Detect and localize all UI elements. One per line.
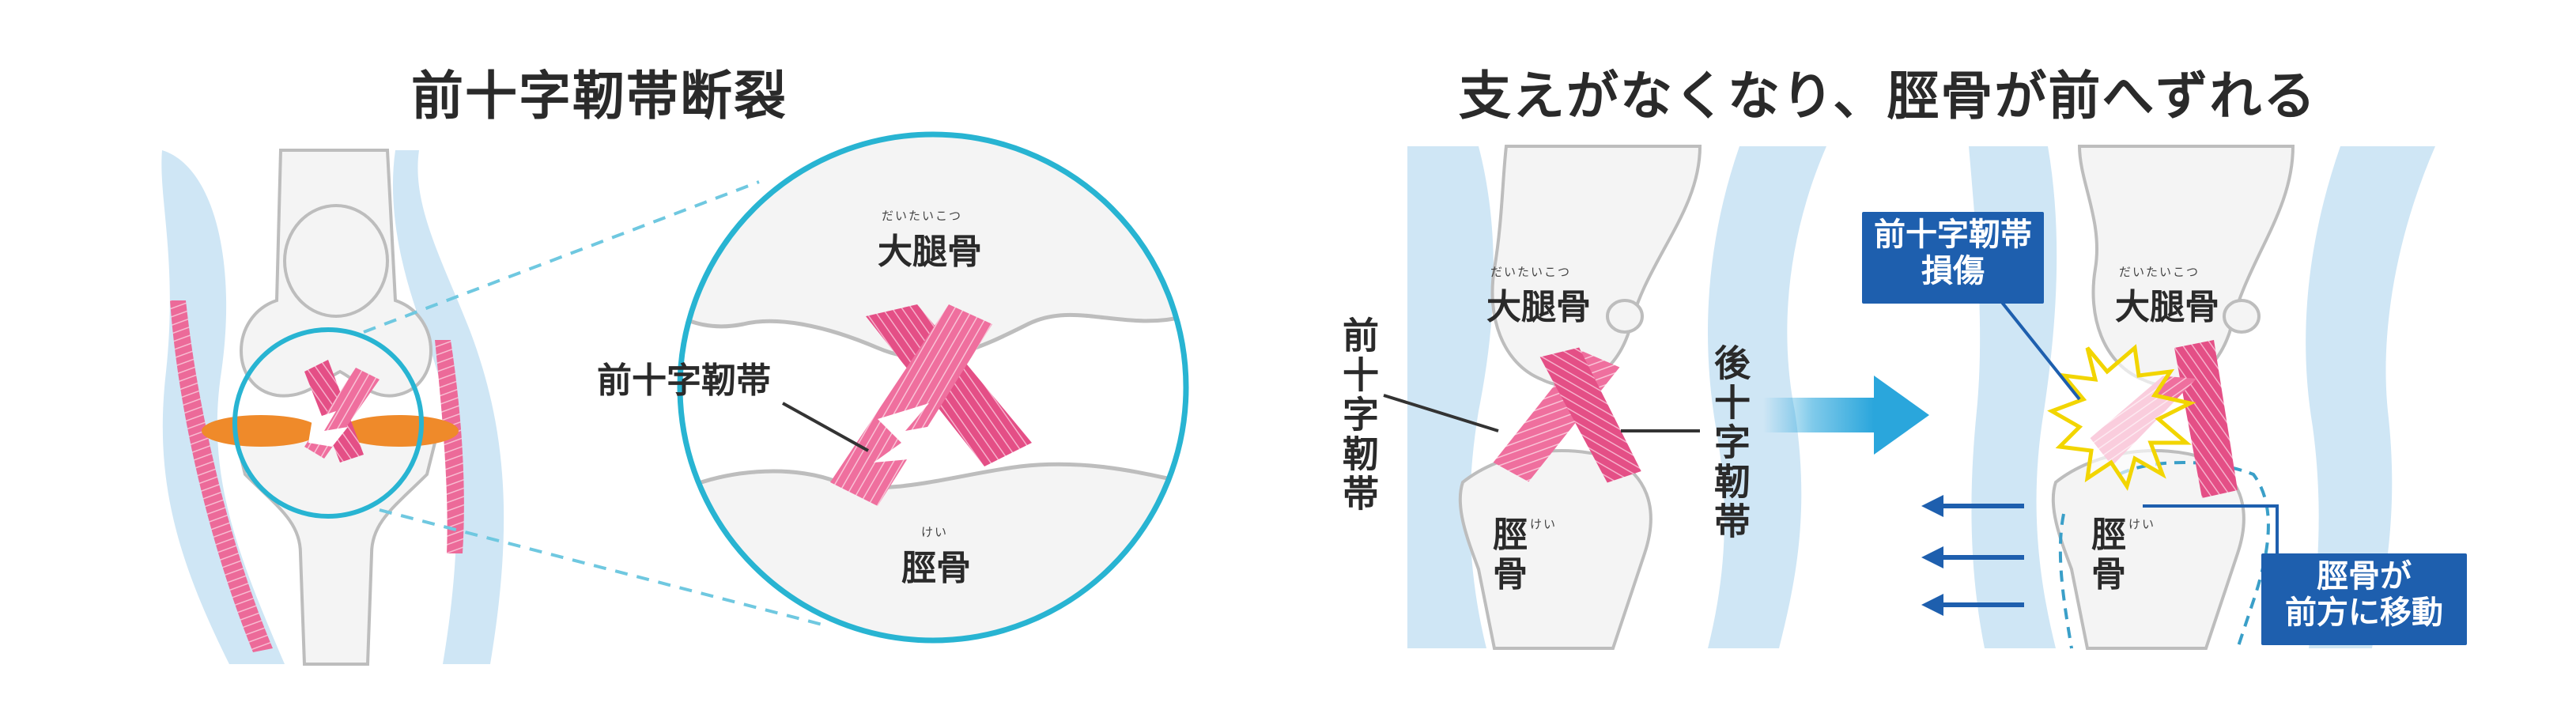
meniscus-right: [340, 415, 459, 447]
zoom-tibia-ruby: けい: [921, 525, 949, 539]
original-tibia-outline-back: [2058, 513, 2073, 649]
before-tibia-label-1: 脛: [1493, 515, 1528, 555]
acl-pointer: [1383, 394, 1499, 432]
zoom-view: [677, 131, 1189, 644]
before-femur: [1490, 145, 1702, 387]
small-zoom-circle: [232, 327, 424, 519]
transition-arrow: [1763, 376, 1929, 455]
left-panel-title: 前十字靭帯断裂: [411, 66, 788, 126]
small-tear: [308, 411, 348, 447]
zoom-tibia-label: 脛骨: [901, 548, 971, 588]
before-patella: [1606, 299, 1644, 334]
after-femur-label: 大腿骨: [2115, 287, 2219, 327]
before-femur-label: 大腿骨: [1486, 287, 1591, 327]
before-tibia-ruby: けい: [1530, 517, 1558, 531]
after-tibia-label-1: 脛: [2091, 515, 2126, 555]
zoom-femur-ruby: だいたいこつ: [882, 209, 963, 223]
medial-collateral: [170, 300, 273, 652]
before-acl-label: 前十字靭帯: [1337, 316, 1380, 514]
right-panel-title: 支えがなくなり、脛骨が前へずれる: [1459, 66, 2317, 126]
zoom-femur-label: 大腿骨: [878, 232, 982, 272]
ligament-pointer: [782, 402, 869, 452]
meniscus-left: [202, 415, 320, 447]
move-label-box: 脛骨が 前方に移動: [2261, 553, 2467, 645]
zoom-acl: [830, 304, 992, 506]
after-tibia-ruby: けい: [2128, 517, 2156, 531]
before-pcl-label: 後十字靭帯: [1709, 344, 1751, 542]
after-patella: [2223, 299, 2261, 334]
side-knee-before: [1383, 145, 1826, 650]
lateral-collateral: [435, 340, 464, 553]
zoom-circle: [677, 131, 1189, 644]
connector-top: [363, 180, 760, 334]
zoom-tibia: [680, 462, 1186, 640]
after-femur-ruby: だいたいこつ: [2119, 265, 2200, 279]
injury-pointer: [1999, 299, 2081, 401]
before-tibia-label-2: 骨: [1493, 554, 1528, 595]
move-label-line2: 前方に移動: [2285, 595, 2443, 631]
patella: [283, 204, 389, 318]
injury-label-box: 前十字靭帯 損傷: [1862, 212, 2044, 304]
before-tibia: [1458, 449, 1652, 650]
front-knee: [161, 149, 823, 666]
left-skin: [161, 150, 285, 664]
forward-arrows: [1921, 495, 2024, 616]
after-tibia-label-2: 骨: [2091, 554, 2126, 595]
after-skin-front: [2306, 146, 2435, 648]
before-pcl: [1539, 347, 1641, 483]
move-label-line1: 脛骨が: [2317, 558, 2412, 595]
connector-bottom: [379, 508, 823, 626]
injury-label-line1: 前十字靭帯: [1874, 217, 2032, 253]
move-pointer: [2143, 504, 2279, 553]
before-skin-back: [1407, 146, 1494, 648]
injury-label-line2: 損傷: [1921, 253, 1985, 289]
zoom-tear: [874, 403, 949, 463]
zoom-ligament-label: 前十字靭帯: [597, 361, 771, 401]
before-femur-ruby: だいたいこつ: [1490, 265, 1572, 279]
injury-burst: [2047, 344, 2196, 491]
before-skin-front: [1708, 146, 1826, 648]
